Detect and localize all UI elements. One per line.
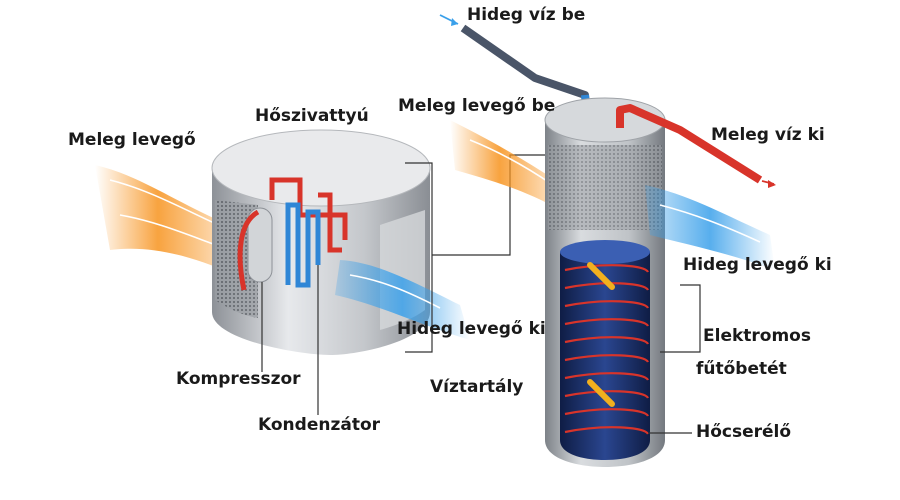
label-cold-air-out-left: Hideg levegő ki xyxy=(397,319,546,339)
label-heat-exchanger: Hőcserélő xyxy=(696,422,792,442)
label-cold-air-out-right: Hideg levegő ki xyxy=(683,255,832,275)
coil-heat-exchanger xyxy=(564,264,650,435)
label-warm-air: Meleg levegő xyxy=(68,130,196,150)
electric-heater-element xyxy=(587,262,615,407)
refrigerant-pipes xyxy=(269,177,348,288)
leader-lines xyxy=(261,265,701,434)
label-condenser: Kondenzátor xyxy=(258,415,381,435)
warm-air-flow-right xyxy=(450,120,560,210)
cold-air-flow-right xyxy=(645,185,775,270)
hot-water-pipe xyxy=(616,104,776,188)
label-hot-water-out: Meleg víz ki xyxy=(711,125,825,145)
compressor-component xyxy=(237,207,273,291)
label-electric-heater-1: Elektromos xyxy=(703,326,811,346)
label-warm-air-in: Meleg levegő be xyxy=(398,96,556,116)
label-electric-heater-2: fűtőbetét xyxy=(696,359,787,379)
cold-air-flow-left xyxy=(335,260,470,340)
label-heat-pump: Hőszivattyú xyxy=(255,106,369,126)
label-cold-water-in: Hideg víz be xyxy=(467,5,586,25)
label-compressor: Kompresszor xyxy=(176,369,301,389)
label-water-tank: Víztartály xyxy=(430,377,524,397)
